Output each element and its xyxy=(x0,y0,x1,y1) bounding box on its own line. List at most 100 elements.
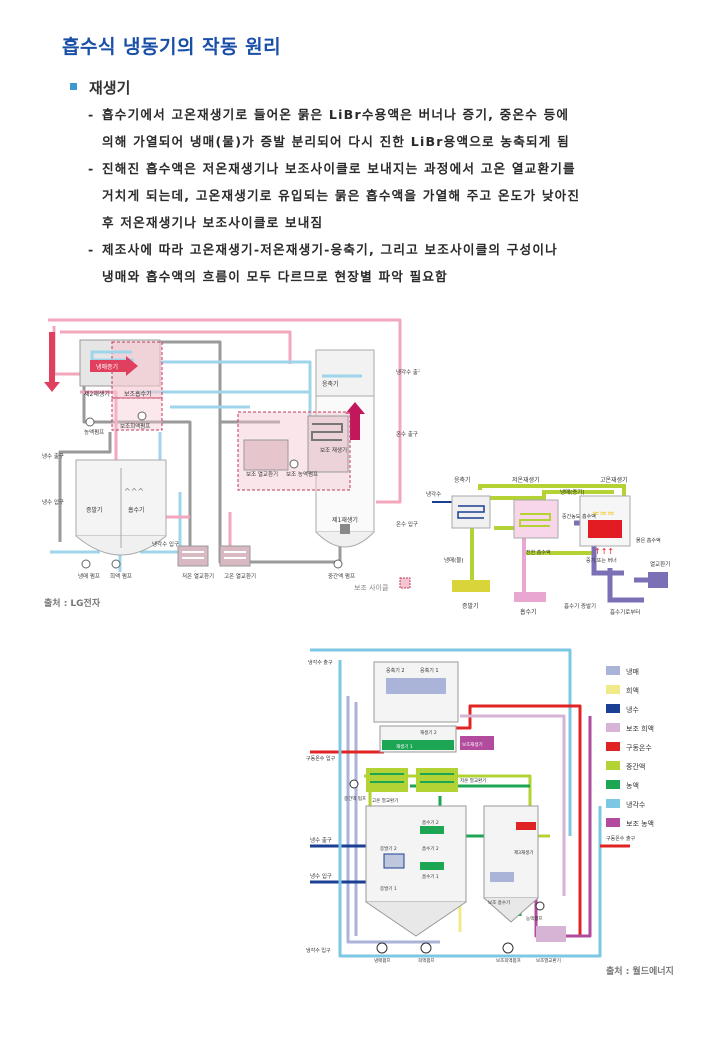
second-gen-label: 제2재생기 xyxy=(84,390,110,398)
hot-out-label: 온수 출구 xyxy=(396,430,418,438)
legend-swatch xyxy=(606,685,620,694)
section-label: 재생기 xyxy=(89,79,131,97)
d3-condenser1-label: 응축기 1 xyxy=(420,667,439,674)
coolant-vapor-label: 냉매증기 xyxy=(96,363,118,371)
text-line: 냉매와 흡수액의 흐름이 모두 다르므로 현장별 파악 필요함 xyxy=(102,269,448,284)
legend-swatch xyxy=(606,780,620,789)
text-line: -제조사에 따라 고온재생기-저온재생기-응축기, 그리고 보조사이클의 구성이… xyxy=(88,242,558,257)
d3-evap1-label: 증발기 1 xyxy=(380,885,397,892)
d2-high-gen-label: 고온재생기 xyxy=(600,476,628,484)
page-title: 흡수식 냉동기의 작동 원리 xyxy=(62,36,282,58)
absorber-label: 흡수기 xyxy=(128,506,145,514)
d3-gen1-label: 재생기 1 xyxy=(396,743,413,750)
legend-swatch xyxy=(606,818,620,827)
body-text: -흡수기에서 고온재생기로 들어온 묽은 LiBr수용액은 버너나 증기, 중온… xyxy=(88,101,668,290)
aux-hx-label: 보조 열교환기 xyxy=(246,470,278,478)
d3-chw-out-label: 냉수 출구 xyxy=(310,836,332,844)
svg-text:^^^: ^^^ xyxy=(124,487,144,496)
refrig-pump-label: 냉매 펌프 xyxy=(78,572,100,580)
d3-absorber1-label: 흡수기 1 xyxy=(422,873,439,880)
d2-abs-to-evap-label: 흡수기 증발기 xyxy=(564,602,596,610)
d2-condenser-label: 응축기 xyxy=(454,476,471,484)
first-gen-label: 제1재생기 xyxy=(332,516,358,524)
d2-conc-label: 진한 흡수액 xyxy=(526,549,551,556)
legend-label: 농액 xyxy=(626,782,639,790)
d2-cooling-water-label: 냉각수 xyxy=(426,490,441,498)
text-line: 거치게 되는데, 고온재생기로 유입되는 묽은 흡수액을 가열해 주고 온도가 … xyxy=(102,188,581,203)
d3-dilute-pump-label: 희액펌프 xyxy=(418,957,435,964)
d3-gen2-label: 재생기 2 xyxy=(420,729,437,736)
section-heading: 재생기 xyxy=(70,77,130,98)
text-line: 후 저온재생기나 보조사이클로 보내짐 xyxy=(102,215,324,230)
legend-label: 냉매 xyxy=(626,667,639,676)
d3-absorber2-label: 흡수기 2 xyxy=(422,819,439,826)
legend-label: 보조 희액 xyxy=(626,724,654,733)
aux-conc-pump-label: 보조 농액펌프 xyxy=(286,471,318,478)
d2-refrig-water-label: 냉매(물) xyxy=(444,556,463,564)
aux-cycle-label: 보조 사이클 xyxy=(354,583,389,592)
legend-label: 보조 농액 xyxy=(626,820,654,828)
d3-condenser2-label: 응축기 2 xyxy=(386,667,405,674)
legend-swatch xyxy=(606,761,620,770)
svg-text:↑↑↑: ↑↑↑ xyxy=(594,547,614,556)
source-world-energy: 출처 : 월드에너지 xyxy=(606,967,674,977)
legend-swatch xyxy=(606,666,620,675)
mid-pump-label: 중간액 펌프 xyxy=(328,572,355,580)
legend-swatch xyxy=(606,723,620,732)
d3-aux-hx-label: 보조열교환기 xyxy=(536,957,561,964)
generator-flow-diagram: ≈≈≈ ↑↑↑ 응축기 저온재생기 냉매(증기) 고온재생기 냉각수 중간농도 … xyxy=(426,476,670,616)
source-lg: 출처 : LG전자 xyxy=(44,599,101,609)
d3-third-gen-label: 제3재생기 xyxy=(514,849,533,856)
d3-absorber-b-label: 흡수기 2 xyxy=(422,845,439,852)
d3-conc-pump-label: 농액펌프 xyxy=(526,915,543,922)
d3-aux-absorber-label: 보조 흡수기 xyxy=(488,899,510,906)
condenser-label: 응축기 xyxy=(322,380,339,388)
solution-pump-label: 농액펌프 xyxy=(84,429,104,436)
d3-hot-out-label: 구동온수 출구 xyxy=(606,835,636,842)
d3-high-hx-label: 고온 열교환기 xyxy=(372,797,398,804)
text-line: -진해진 흡수액은 저온재생기나 보조사이클로 보내지는 과정에서 고온 열교환… xyxy=(88,161,576,176)
high-hx-label: 고온 열교환기 xyxy=(224,572,256,580)
text-line: 의해 가열되어 냉매(물)가 증발 분리되어 다시 진한 LiBr용액으로 농축… xyxy=(102,134,570,149)
legend-swatch xyxy=(606,799,620,808)
legend-label: 중간액 xyxy=(626,762,645,771)
text-line: -흡수기에서 고온재생기로 들어온 묽은 LiBr수용액은 버너나 증기, 중온… xyxy=(88,107,570,122)
d2-mid-conc-label: 중간농도 흡수액 xyxy=(562,513,596,520)
legend-label: 냉수 xyxy=(626,705,639,714)
legend-swatch xyxy=(606,704,620,713)
d3-mid-pump-label: 중간액 펌프 xyxy=(344,795,366,802)
d2-dilute-label: 묽은 흡수액 xyxy=(636,537,661,544)
d2-heat-source-label: 증기,또는 버너 xyxy=(586,557,617,564)
d2-low-gen-label: 저온재생기 xyxy=(512,476,540,484)
chw-in-label: 냉수 입구 xyxy=(42,498,64,506)
legend-label: 구동온수 xyxy=(626,744,652,752)
evaporator-label: 증발기 xyxy=(86,506,103,514)
d2-evaporator-label: 증발기 xyxy=(462,602,479,610)
aux-dilute-pump-label: 보조희액펌프 xyxy=(120,422,150,430)
world-energy-diagram: 응축기 2 응축기 1 재생기 2 재생기 1 보조재생기 중간액 펌프 고온 … xyxy=(306,648,654,964)
d3-low-hx-label: 저온 열교환기 xyxy=(460,777,486,784)
aux-absorber-label: 보조흡수기 xyxy=(124,390,152,398)
legend-label: 냉각수 xyxy=(626,800,646,809)
d3-aux-gen-label: 보조재생기 xyxy=(462,741,483,748)
legend-swatch xyxy=(606,742,620,751)
d3-chw-in-label: 냉수 입구 xyxy=(310,872,332,880)
cw-in-label: 냉각수 입구 xyxy=(152,540,179,548)
chw-out-label: 냉수 출구 xyxy=(42,452,64,460)
d2-vapor-label: 냉매(증기) xyxy=(560,488,585,496)
d2-hx-label: 열교환기 xyxy=(650,560,670,568)
d3-cw-out-label: 냉각수 출구 xyxy=(308,659,333,666)
bullet-icon xyxy=(70,83,77,90)
svg-text:≈≈≈: ≈≈≈ xyxy=(592,509,615,519)
hot-in-label: 온수 입구 xyxy=(396,520,418,528)
lg-absorption-diagram: 냉매증기 제2재생기 보조흡수기 농액펌프 보조희액펌프 응축기 제1재생기 냉… xyxy=(42,318,420,592)
d3-aux-dilute-pump-label: 보조희액펌프 xyxy=(496,957,521,964)
d3-cw-in-label: 냉각수 입구 xyxy=(306,947,331,954)
d3-evap2-label: 증발기 2 xyxy=(380,845,397,852)
chilled-out-label: 냉각수 출구 xyxy=(396,368,420,376)
d3-hot-in-label: 구동온수 입구 xyxy=(306,755,336,762)
d2-absorber-label: 흡수기 xyxy=(520,608,537,616)
d2-from-abs-label: 흡수기로부터 xyxy=(610,608,640,616)
legend-label: 희액 xyxy=(626,686,639,695)
